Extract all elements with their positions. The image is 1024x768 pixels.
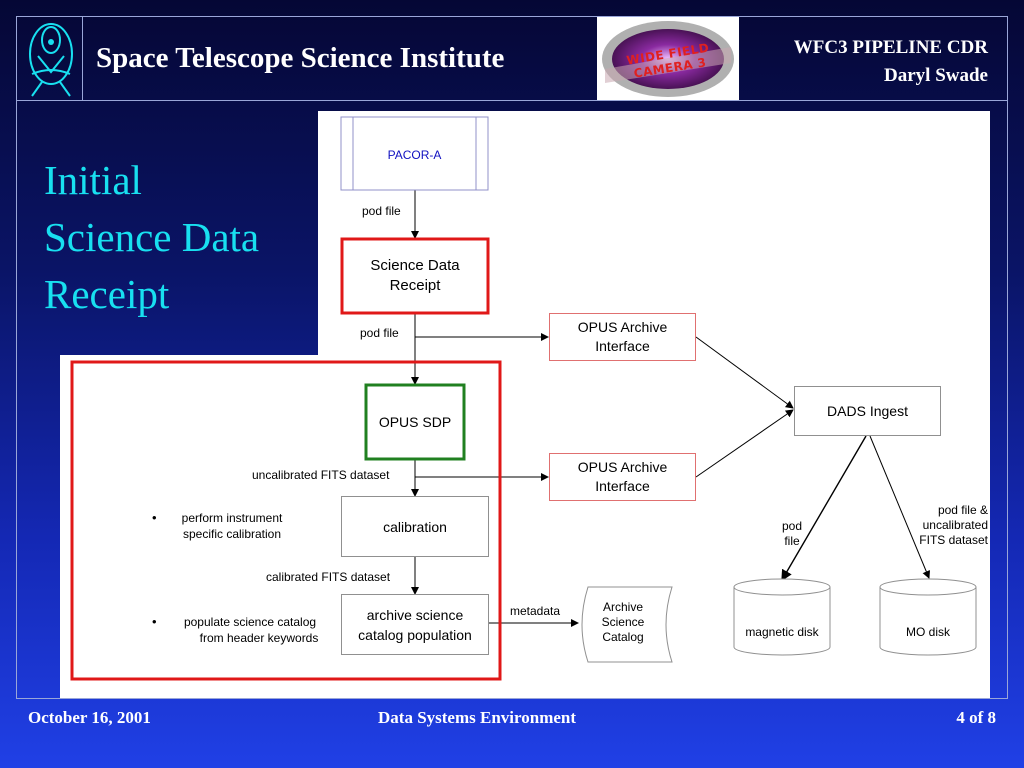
frame-left — [16, 16, 17, 699]
frame-right — [1007, 16, 1008, 699]
footer: October 16, 2001 Data Systems Environmen… — [0, 708, 1024, 732]
stsci-logo-icon — [29, 23, 73, 97]
calibrated-fits-label: calibrated FITS dataset — [266, 570, 391, 584]
uncalibrated-fits-label: uncalibrated FITS dataset — [252, 468, 390, 482]
podfile-uncal-line1: pod file & — [937, 503, 988, 517]
science-data-receipt-box: Science Data Receipt — [342, 239, 488, 313]
slide-title-line: Science Data — [44, 214, 260, 260]
archive-pop-line2: catalog population — [358, 626, 472, 643]
arrow-dads-to-magnetic-disk — [781, 435, 867, 582]
diagram-panel-lower — [60, 355, 320, 698]
wfc3-logo: WIDE FIELD CAMERA 3 — [597, 17, 739, 100]
arrow-dads-to-mo-disk — [869, 435, 931, 579]
bullet-marker-2: • — [152, 614, 157, 629]
frame-header-divider — [16, 100, 1008, 101]
slide-title: Initial Science Data Receipt — [44, 152, 259, 323]
dads-ingest-label: DADS Ingest — [827, 403, 908, 419]
institute-title: Space Telescope Science Institute — [96, 42, 505, 74]
frame-footer-divider — [16, 698, 1008, 699]
pacor-box-shape — [340, 116, 489, 191]
pod-file-3-line2: file — [784, 534, 800, 548]
slide-title-line: Initial — [44, 157, 142, 203]
pod-file-label-2: pod file — [360, 326, 399, 340]
bullet-populate-catalog: populate science catalog from header key… — [170, 614, 330, 646]
bullet1-line2: specific calibration — [182, 527, 282, 541]
pod-file-label-1: pod file — [362, 204, 401, 218]
pod-file-uncalibrated-label: pod file & uncalibrated FITS dataset — [898, 503, 988, 548]
footer-page-number: 4 of 8 — [956, 708, 996, 727]
talk-title: WFC3 PIPELINE CDR — [793, 37, 988, 58]
pacor-box: PACOR-A — [341, 117, 488, 190]
archive-science-catalog-population-box: archive science catalog population — [341, 594, 489, 655]
pipeline-highlight-frame — [70, 360, 502, 681]
opus-archive-interface-box-1: OPUS Archive Interface — [549, 313, 696, 361]
sdr-label-line2: Receipt — [389, 277, 441, 294]
bullet1-line1: perform instrument — [181, 511, 283, 525]
slide-title-line: Receipt — [44, 271, 170, 317]
frame-top — [16, 16, 1008, 17]
archive-science-catalog: Archive Science Catalog — [590, 600, 656, 645]
calibration-box: calibration — [341, 496, 489, 557]
pacor-label: PACOR-A — [387, 148, 442, 162]
presenter-name: Daryl Swade — [884, 65, 988, 86]
opus-archive-interface-box-2: OPUS Archive Interface — [549, 453, 696, 501]
sdp-highlight-frame — [364, 383, 466, 461]
catalog-line1: Archive — [602, 600, 643, 614]
bullet2-line1: populate science catalog — [183, 615, 317, 629]
sdr-highlight-frame — [340, 237, 490, 315]
sdr-label-line1: Science Data — [370, 257, 460, 274]
dads-ingest-box: DADS Ingest — [794, 386, 941, 436]
mo-disk-label: MO disk — [905, 625, 950, 639]
header-right: WFC3 PIPELINE CDR Daryl Swade — [794, 34, 988, 90]
catalog-line2: Science — [601, 615, 645, 629]
pod-file-label-3: pod file — [772, 519, 812, 549]
metadata-label: metadata — [510, 604, 561, 618]
magnetic-disk-label: magnetic disk — [745, 625, 819, 639]
opus-archive-2-line1: OPUS Archive — [577, 459, 668, 475]
catalog-line3: Catalog — [602, 630, 644, 644]
pod-file-3-line1: pod — [781, 519, 803, 533]
bullet-marker-1: • — [152, 510, 157, 525]
mo-disk-shape — [879, 578, 977, 656]
opus-archive-1-line2: Interface — [595, 338, 650, 354]
opus-archive-1-line1: OPUS Archive — [577, 319, 668, 335]
magnetic-disk-shape — [733, 578, 831, 656]
opus-sdp-box: OPUS SDP — [366, 385, 464, 459]
bullet2-line2: from header keywords — [199, 631, 319, 645]
podfile-uncal-line3: FITS dataset — [919, 533, 988, 547]
arrow-archive1-to-dads — [695, 336, 794, 409]
arrow-archive2-to-dads — [695, 409, 794, 478]
footer-date: October 16, 2001 — [28, 708, 151, 727]
wfc3-badge-icon — [602, 21, 734, 97]
opus-archive-2-line2: Interface — [595, 478, 650, 494]
calibration-label: calibration — [383, 518, 447, 535]
bullet-perform-calibration: perform instrument specific calibration — [170, 510, 294, 542]
podfile-uncal-line2: uncalibrated — [922, 518, 988, 532]
footer-section: Data Systems Environment — [378, 708, 577, 727]
archive-pop-line1: archive science — [366, 606, 464, 623]
frame-logo-divider — [82, 16, 83, 101]
opus-sdp-label: OPUS SDP — [378, 414, 452, 430]
catalog-shape — [581, 586, 673, 663]
